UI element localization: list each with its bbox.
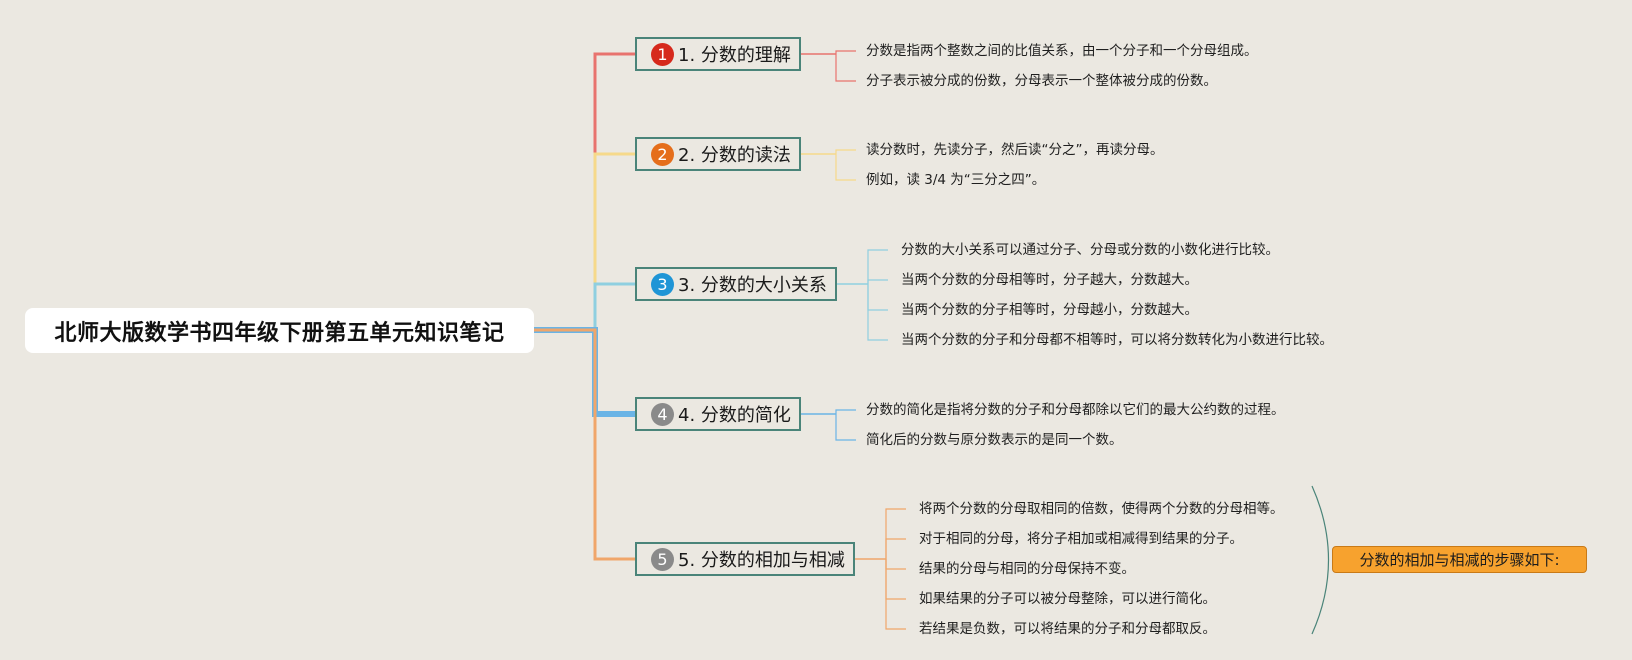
leaf-note[interactable]: 结果的分母与相同的分母保持不变。 [919,561,1135,577]
leaf-note[interactable]: 若结果是负数，可以将结果的分子和分母都取反。 [919,621,1216,637]
leaf-note[interactable]: 当两个分数的分母相等时，分子越大，分数越大。 [901,272,1198,288]
topic-label: 2. 分数的读法 [678,145,791,166]
leaf-note[interactable]: 读分数时，先读分子，然后读“分之”，再读分母。 [866,142,1164,158]
leaf-note[interactable]: 例如，读 3/4 为“三分之四”。 [866,172,1046,188]
leaf-connector-2-1 [835,149,856,154]
topic-number-badge-2: 2 [651,142,674,166]
topic-number-badge-4: 4 [651,402,674,426]
leaf-connector-5-3 [885,559,906,570]
leaf-connector-3-2 [867,279,888,284]
leaf-note[interactable]: 将两个分数的分母取相同的倍数，使得两个分数的分母相等。 [919,501,1284,517]
summary-callout[interactable]: 分数的相加与相减的步骤如下: [1332,546,1587,573]
leaf-note[interactable]: 分数的大小关系可以通过分子、分母或分数的小数化进行比较。 [901,242,1279,258]
leaf-connector-5-2 [885,538,906,559]
topic-label: 4. 分数的简化 [678,405,791,426]
leaf-connector-4-2 [835,414,856,441]
leaf-connector-5-4 [885,559,906,600]
topic-number-badge-5: 5 [651,547,674,571]
leaf-note[interactable]: 分数是指两个整数之间的比值关系，由一个分子和一个分母组成。 [866,43,1258,59]
leaf-connector-4-1 [835,409,856,414]
topic-label: 5. 分数的相加与相减 [678,550,845,571]
leaf-connector-3-3 [867,284,888,311]
leaf-connector-5-1 [885,508,906,559]
branch-connector-3 [534,282,635,332]
topic-label: 1. 分数的理解 [678,45,791,66]
leaf-note[interactable]: 分子表示被分成的份数，分母表示一个整体被分成的份数。 [866,73,1217,89]
leaf-note[interactable]: 当两个分数的分子相等时，分母越小，分数越大。 [901,302,1198,318]
summary-bracket [1311,485,1330,635]
branch-connector-4 [534,327,635,417]
leaf-connector-5-5 [885,559,906,630]
leaf-note[interactable]: 当两个分数的分子和分母都不相等时，可以将分数转化为小数进行比较。 [901,332,1333,348]
branch-connector-2 [534,152,635,332]
root-title[interactable]: 北师大版数学书四年级下册第五单元知识笔记 [25,308,534,353]
topic-number-badge-3: 3 [651,272,674,296]
leaf-note[interactable]: 简化后的分数与原分数表示的是同一个数。 [866,432,1123,448]
leaf-note[interactable]: 如果结果的分子可以被分母整除，可以进行简化。 [919,591,1216,607]
leaf-connector-1-1 [835,50,856,54]
leaf-connector-2-2 [835,154,856,181]
branch-connector-5 [534,328,635,561]
topic-number-badge-1: 1 [651,42,674,66]
leaf-note[interactable]: 分数的简化是指将分数的分子和分母都除以它们的最大公约数的过程。 [866,402,1285,418]
leaf-connector-1-2 [835,54,856,82]
leaf-connector-3-1 [867,249,888,284]
leaf-connector-3-4 [867,284,888,341]
topic-label: 3. 分数的大小关系 [678,275,827,296]
leaf-note[interactable]: 对于相同的分母，将分子相加或相减得到结果的分子。 [919,531,1243,547]
branch-connector-1 [534,52,635,332]
